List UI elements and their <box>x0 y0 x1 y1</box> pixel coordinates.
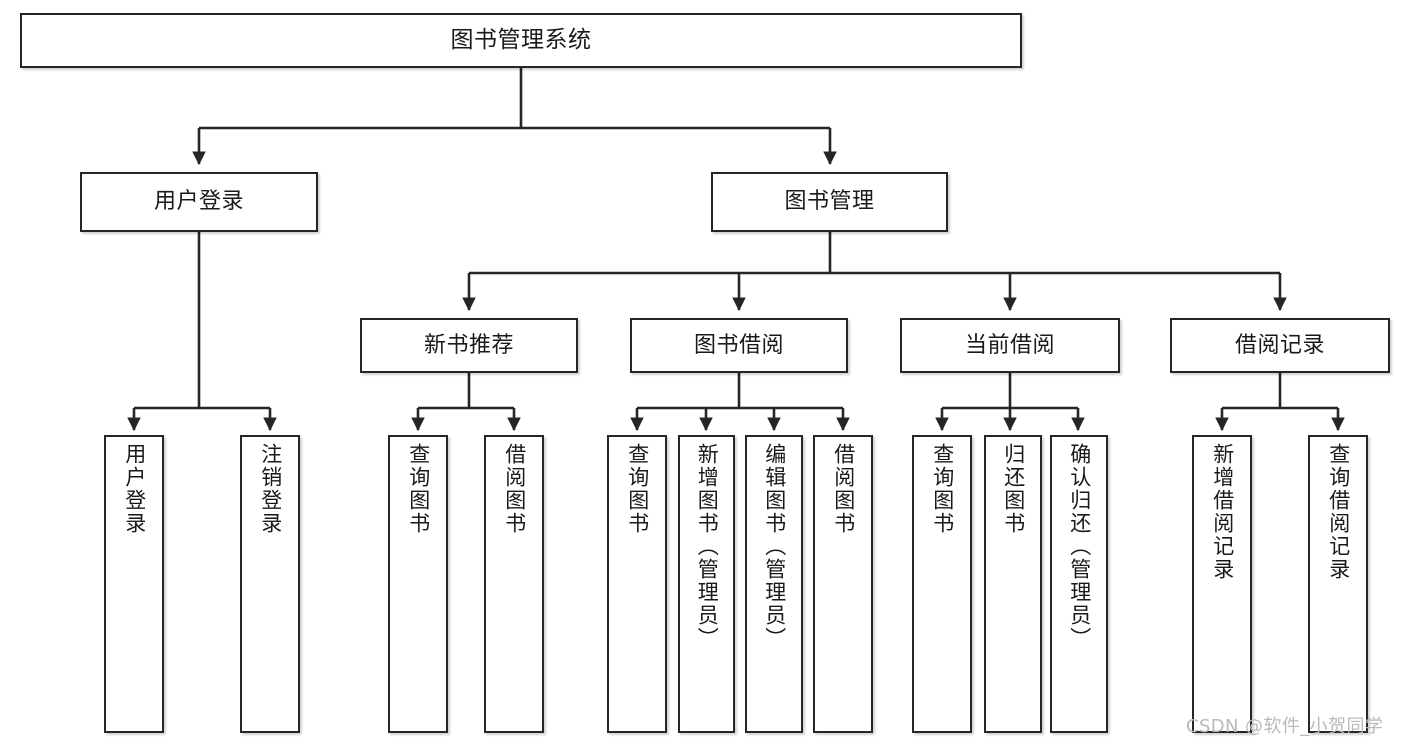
node-book-borrow-label: 图书借阅 <box>693 332 784 358</box>
node-leaf-borrow-book-1[interactable]: 借阅图书 <box>484 435 544 733</box>
node-leaf-query-book-1-label: 查询图书 <box>406 443 431 535</box>
node-leaf-user-login[interactable]: 用户登录 <box>104 435 164 733</box>
node-root[interactable]: 图书管理系统 <box>20 13 1022 68</box>
node-current-borrow[interactable]: 当前借阅 <box>900 318 1120 373</box>
node-leaf-user-login-label: 用户登录 <box>122 443 147 535</box>
node-leaf-borrow-book-1-label: 借阅图书 <box>502 443 527 535</box>
node-book-borrow[interactable]: 图书借阅 <box>630 318 848 373</box>
node-new-book-recommend[interactable]: 新书推荐 <box>360 318 578 373</box>
node-leaf-edit-book[interactable]: 编辑图书（管理员） <box>745 435 803 733</box>
node-leaf-edit-book-label: 编辑图书（管理员） <box>762 443 787 650</box>
node-leaf-query-book-3-label: 查询图书 <box>930 443 955 535</box>
node-leaf-query-record[interactable]: 查询借阅记录 <box>1308 435 1368 733</box>
node-current-borrow-label: 当前借阅 <box>964 332 1055 358</box>
node-leaf-add-record[interactable]: 新增借阅记录 <box>1192 435 1252 733</box>
node-borrow-record-label: 借阅记录 <box>1234 332 1325 358</box>
node-leaf-confirm-return-label: 确认归还（管理员） <box>1067 443 1092 650</box>
node-leaf-add-book[interactable]: 新增图书（管理员） <box>678 435 735 733</box>
csdn-watermark: CSDN @软件_小贺同学 <box>1186 716 1384 737</box>
node-borrow-record[interactable]: 借阅记录 <box>1170 318 1390 373</box>
node-user-login-label: 用户登录 <box>153 189 244 215</box>
node-leaf-query-book-2-label: 查询图书 <box>625 443 650 535</box>
node-user-login[interactable]: 用户登录 <box>80 172 318 232</box>
node-leaf-borrow-book-2[interactable]: 借阅图书 <box>813 435 873 733</box>
node-root-label: 图书管理系统 <box>450 27 592 54</box>
node-leaf-logout-label: 注销登录 <box>258 443 283 535</box>
node-leaf-add-record-label: 新增借阅记录 <box>1210 443 1235 581</box>
node-leaf-return-book-label: 归还图书 <box>1001 443 1026 535</box>
node-leaf-add-book-label: 新增图书（管理员） <box>695 443 720 650</box>
node-leaf-borrow-book-2-label: 借阅图书 <box>831 443 856 535</box>
node-new-book-recommend-label: 新书推荐 <box>423 332 514 358</box>
node-leaf-query-book-2[interactable]: 查询图书 <box>607 435 667 733</box>
node-book-manage[interactable]: 图书管理 <box>711 172 948 232</box>
node-leaf-query-book-3[interactable]: 查询图书 <box>912 435 972 733</box>
node-leaf-confirm-return[interactable]: 确认归还（管理员） <box>1050 435 1108 733</box>
node-leaf-return-book[interactable]: 归还图书 <box>984 435 1042 733</box>
node-leaf-query-record-label: 查询借阅记录 <box>1326 443 1351 581</box>
node-leaf-logout[interactable]: 注销登录 <box>240 435 300 733</box>
node-book-manage-label: 图书管理 <box>784 189 875 215</box>
node-leaf-query-book-1[interactable]: 查询图书 <box>388 435 448 733</box>
